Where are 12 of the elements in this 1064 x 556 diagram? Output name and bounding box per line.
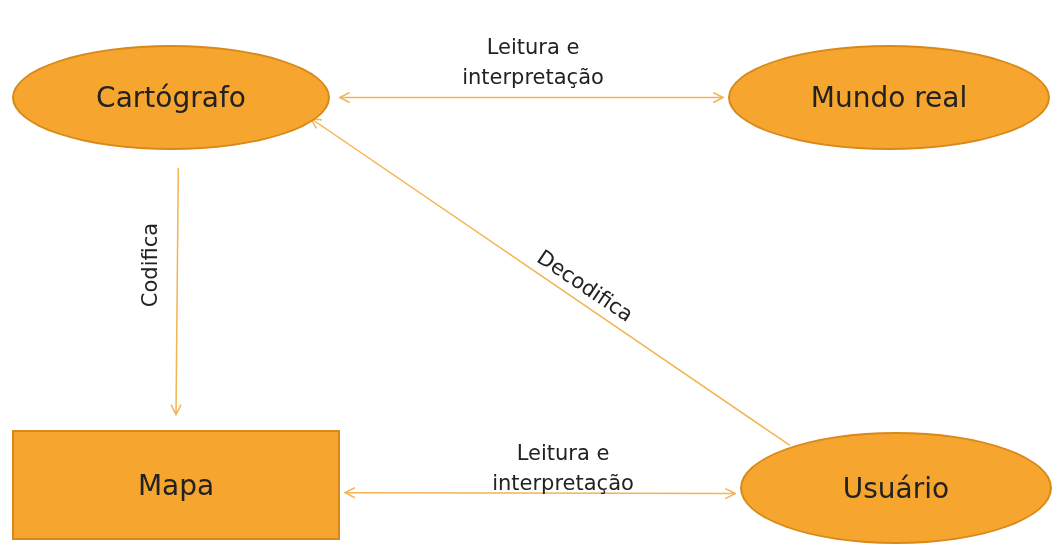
arrow bbox=[310, 117, 791, 447]
edge-label: Leitura e interpretação bbox=[491, 439, 635, 497]
arrow bbox=[344, 486, 737, 500]
rectangle-node bbox=[12, 430, 340, 540]
arrow bbox=[338, 91, 724, 104]
arrow bbox=[170, 167, 182, 416]
node-label: Cartógrafo bbox=[96, 80, 246, 115]
node-label: Mundo real bbox=[810, 80, 968, 115]
edge-label: Leitura e interpretação bbox=[461, 33, 605, 91]
node-label: Mapa bbox=[137, 467, 215, 503]
edge-label: Codifica bbox=[136, 221, 163, 310]
node-label: Usuário bbox=[842, 470, 950, 506]
